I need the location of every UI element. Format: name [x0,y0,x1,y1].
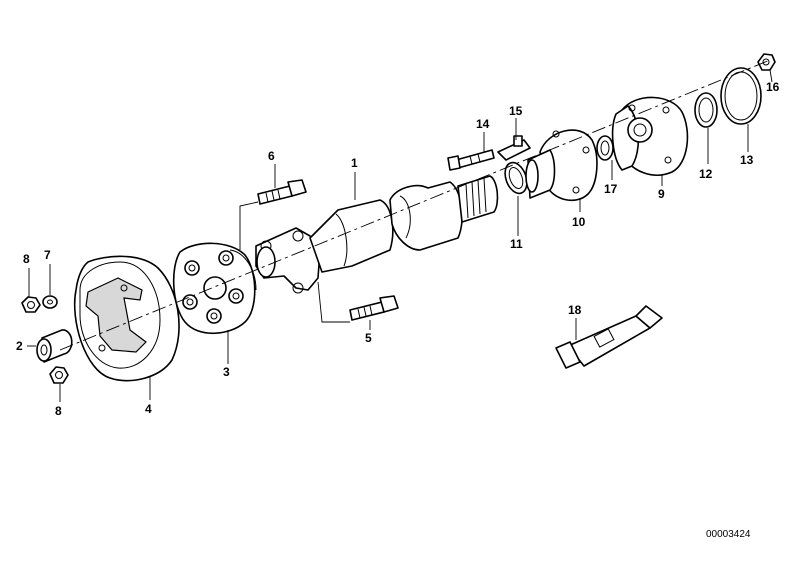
label-part-6: 6 [268,149,275,163]
part-14-bolt[interactable] [447,149,495,171]
part-4-flange[interactable] [73,255,180,382]
part-17-ring[interactable] [596,135,614,161]
label-part-5: 5 [365,331,372,345]
part-8-nut-lower[interactable] [49,366,69,384]
drawing-code: 00003424 [706,529,751,540]
part-8-nut-upper[interactable] [21,296,41,313]
label-part-9: 9 [658,187,665,201]
label-part-1: 1 [351,156,358,170]
label-part-18: 18 [568,303,582,317]
label-part-17: 17 [604,182,618,196]
label-part-10: 10 [572,215,586,229]
part-7-washer[interactable] [42,295,58,309]
part-1-drive-shaft[interactable] [255,175,499,294]
label-part-12: 12 [699,167,713,181]
label-part-2: 2 [16,339,23,353]
part-2-bushing[interactable] [36,329,73,363]
label-part-3: 3 [223,365,230,379]
part-16-nut[interactable] [757,53,776,71]
part-3-flex-disc[interactable] [172,242,257,334]
part-6-bolt[interactable] [257,179,307,205]
leader-lines [27,69,773,402]
label-part-7: 7 [44,248,51,262]
part-12-snap-ring[interactable] [694,92,718,128]
part-labels: 1 2 3 4 5 6 7 8 8 9 10 11 12 13 14 15 16… [16,80,780,418]
part-18-grease-tube[interactable] [555,305,663,369]
label-part-16: 16 [766,80,780,94]
label-part-15: 15 [509,104,523,118]
label-part-13: 13 [740,153,754,167]
label-part-14: 14 [476,117,490,131]
part-5-bolt[interactable] [349,295,399,321]
part-15-lock-plate[interactable] [497,135,531,161]
part-11-circlip[interactable] [501,160,531,197]
part-10-flange-hub[interactable] [525,129,598,202]
label-part-11: 11 [510,237,523,251]
label-part-8-upper: 8 [23,252,30,266]
label-part-8-lower: 8 [55,404,62,418]
part-13-o-ring[interactable] [720,67,762,125]
label-part-4: 4 [145,402,152,416]
